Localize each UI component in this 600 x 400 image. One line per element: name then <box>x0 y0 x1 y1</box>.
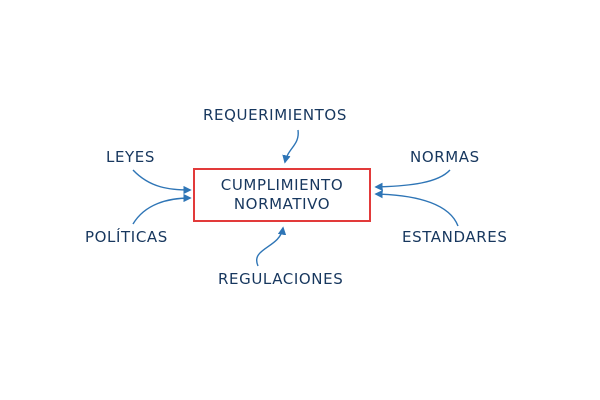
node-leyes: LEYES <box>106 148 155 166</box>
node-normas: NORMAS <box>410 148 480 166</box>
node-requerimientos: REQUERIMIENTOS <box>203 106 347 124</box>
arrow-estandares <box>374 189 459 227</box>
node-estandares: ESTANDARES <box>402 228 508 246</box>
arrow-regulaciones <box>255 226 287 267</box>
center-node-text: CUMPLIMIENTO NORMATIVO <box>221 176 343 214</box>
arrow-requerimientos <box>282 129 299 164</box>
node-regulaciones: REGULACIONES <box>218 270 344 288</box>
node-politicas: POLÍTICAS <box>85 228 168 246</box>
arrow-leyes <box>132 169 192 195</box>
center-line-2: NORMATIVO <box>233 195 331 213</box>
arrow-politicas <box>132 193 192 225</box>
center-line-1: CUMPLIMIENTO <box>220 176 344 194</box>
arrow-normas <box>374 169 451 192</box>
center-node: CUMPLIMIENTO NORMATIVO <box>193 168 371 222</box>
